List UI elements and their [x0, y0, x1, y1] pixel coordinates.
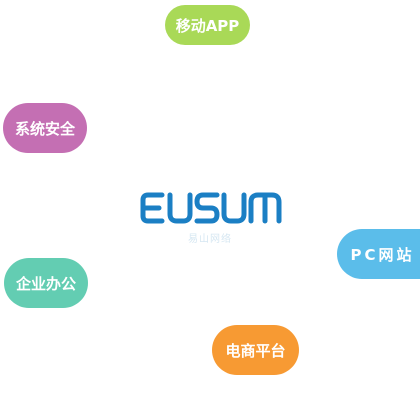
- eusum-logo: [138, 190, 284, 226]
- pill-mobile-app-label: 移动APP: [175, 16, 240, 35]
- pill-pc-website-label: PC网站: [350, 245, 415, 264]
- pill-system-security-label: 系统安全: [14, 119, 75, 138]
- pill-ecommerce-platform[interactable]: 电商平台: [212, 325, 299, 375]
- logo-subtitle: 易山网络: [188, 234, 232, 245]
- pill-mobile-app[interactable]: 移动APP: [165, 5, 250, 45]
- pill-pc-website[interactable]: PC网站: [337, 229, 420, 279]
- pill-ecommerce-platform-label: 电商平台: [225, 341, 286, 360]
- pill-enterprise-office[interactable]: 企业办公: [4, 258, 88, 308]
- pill-system-security[interactable]: 系统安全: [3, 103, 87, 153]
- pill-enterprise-office-label: 企业办公: [15, 274, 76, 293]
